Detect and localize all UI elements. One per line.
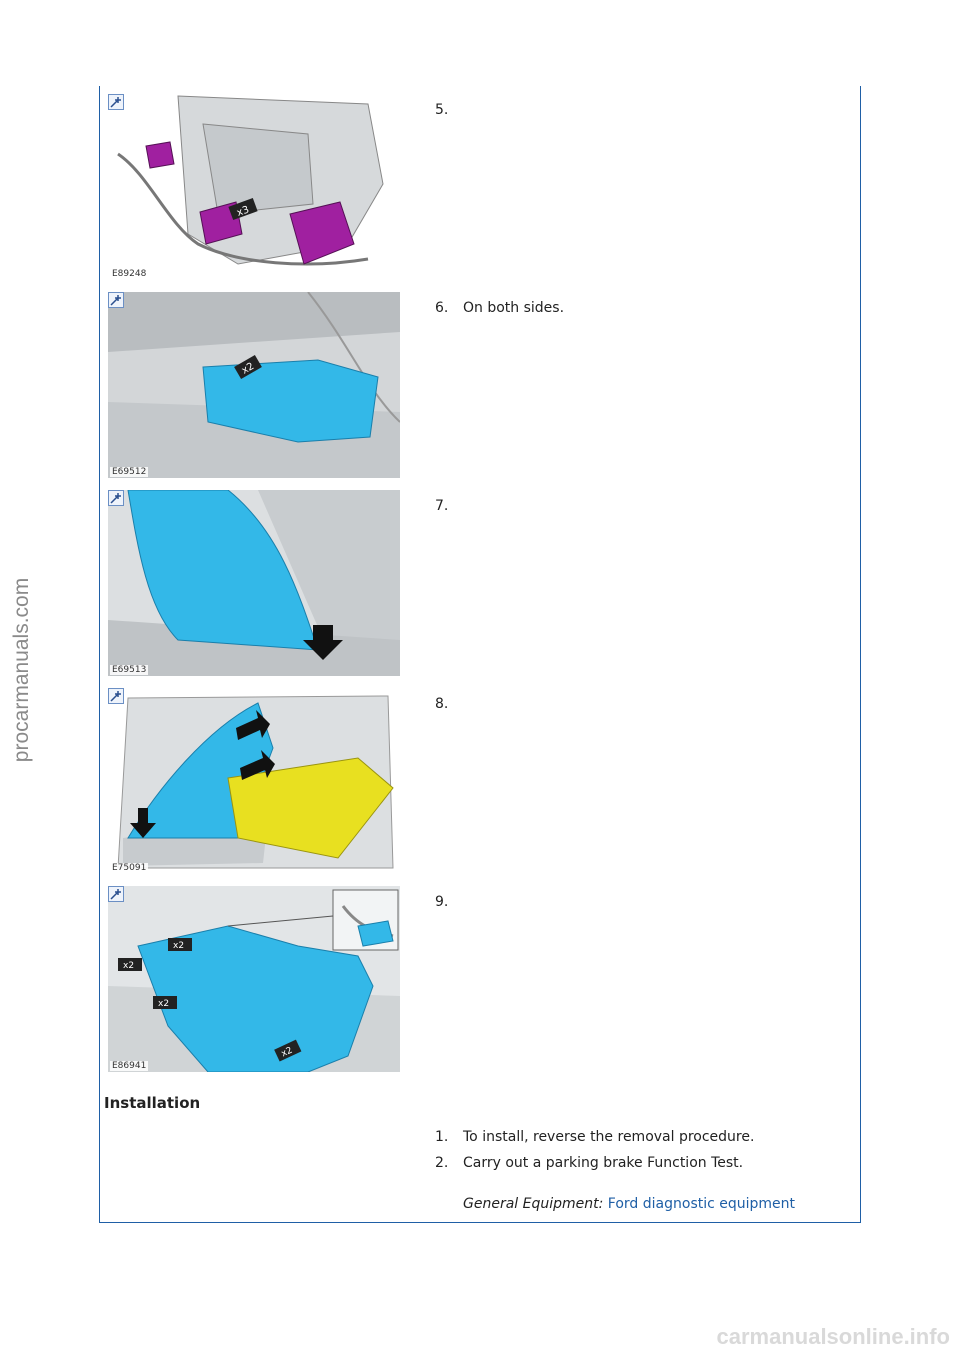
equipment-link[interactable]: Ford diagnostic equipment [607,1196,796,1212]
installation-heading: Installation [104,1094,201,1112]
zoom-icon[interactable] [108,292,124,308]
fastener-badge-x2: x2 [118,958,142,971]
install-step-text: Carry out a parking brake Function Test. [463,1155,744,1171]
zoom-icon[interactable] [108,94,124,110]
zoom-icon[interactable] [108,688,124,704]
content-frame: x3 E89248 5. x2 [99,86,861,1223]
step-number: 5. [435,102,449,118]
svg-text:x2: x2 [280,1046,294,1060]
step-9-illustration[interactable]: x2 x2 x2 x2 [108,886,400,1072]
equipment-label: General Equipment: [463,1196,604,1212]
figure-id: E75091 [110,863,149,873]
step-6-illustration[interactable]: x2 E69512 [108,292,400,478]
step-number: 6. [435,300,449,316]
step-9: x2 x2 x2 x2 [108,886,848,1074]
figure-id: E89248 [110,269,149,279]
step-9-drawing: x2 x2 x2 x2 [108,886,400,1072]
arrow-icon [303,625,343,660]
arrow-icon [130,808,156,838]
svg-text:x2: x2 [158,999,169,1009]
step-6: x2 E69512 6. On both sides. [108,292,848,480]
install-step-text: To install, reverse the removal procedur… [463,1129,755,1145]
watermark-text: procarmanuals.com [10,577,33,763]
fastener-badge-x3: x3 [228,197,258,221]
step-number: 9. [435,894,449,910]
step-number: 8. [435,696,449,712]
fastener-badge-x2: x2 [168,938,192,951]
footer-watermark: carmanualsonline.info [716,1324,951,1349]
step-7-drawing [108,490,400,676]
zoom-icon[interactable] [108,886,124,902]
step-8-drawing [108,688,400,874]
fastener-badge-x2: x2 [153,996,177,1009]
step-6-drawing: x2 [108,292,400,478]
step-7: E69513 7. [108,490,848,678]
fastener-badge-x2: x2 [274,1039,302,1062]
step-5-illustration[interactable]: x3 E89248 [108,94,400,280]
install-step-number: 1. [435,1129,449,1145]
step-8-illustration[interactable]: E75091 [108,688,400,874]
figure-id: E69512 [110,467,149,477]
svg-text:x2: x2 [240,361,256,377]
step-7-illustration[interactable]: E69513 [108,490,400,676]
svg-text:x2: x2 [173,941,184,951]
figure-id: E86941 [110,1061,149,1071]
step-text: On both sides. [463,300,565,316]
install-step-number: 2. [435,1155,449,1171]
step-number: 7. [435,498,449,514]
svg-text:x3: x3 [235,204,250,219]
svg-text:x2: x2 [123,961,134,971]
step-8: E75091 8. [108,688,848,876]
zoom-icon[interactable] [108,490,124,506]
fastener-badge-x2: x2 [234,354,262,380]
step-5: x3 E89248 5. [108,94,848,282]
general-equipment: General Equipment: Ford diagnostic equip… [463,1196,795,1212]
step-5-drawing: x3 [108,94,400,280]
side-watermark: procarmanuals.com [2,560,42,780]
arrow-icon [236,710,270,740]
arrow-icon [240,750,275,780]
figure-id: E69513 [110,665,149,675]
